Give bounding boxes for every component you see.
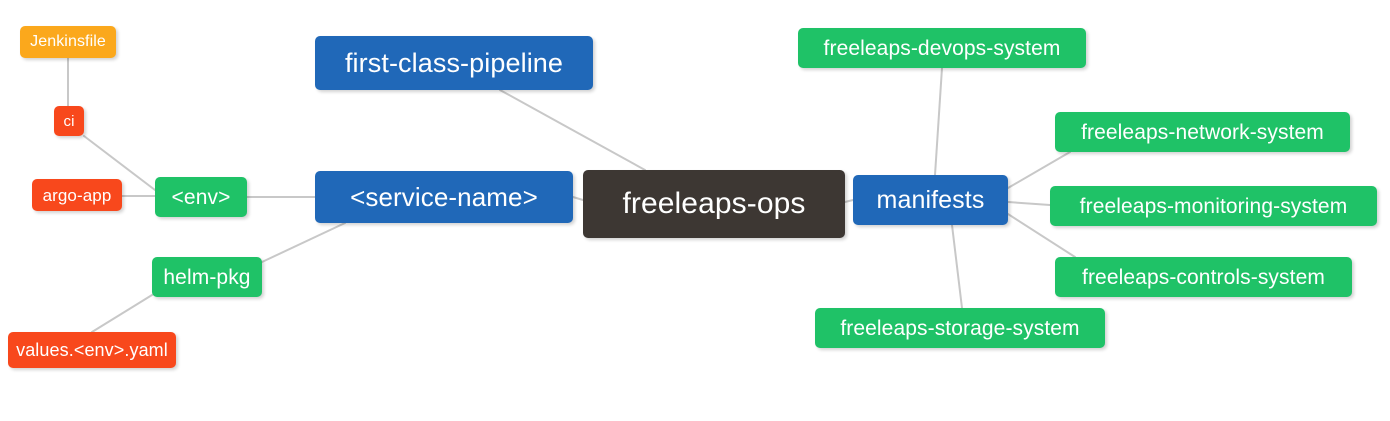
node-first-class-pipeline[interactable]: first-class-pipeline	[315, 36, 593, 90]
node-service-name[interactable]: <service-name>	[315, 171, 573, 223]
node-manifests[interactable]: manifests	[853, 175, 1008, 225]
node-label-jenkinsfile: Jenkinsfile	[30, 33, 106, 50]
node-freeleaps-controls-system[interactable]: freeleaps-controls-system	[1055, 257, 1352, 297]
node-freeleaps-ops[interactable]: freeleaps-ops	[583, 170, 845, 238]
edge-manifests-to-freeleaps-devops-system	[934, 67, 943, 176]
node-label-env: <env>	[171, 185, 231, 209]
node-freeleaps-devops-system[interactable]: freeleaps-devops-system	[798, 28, 1086, 68]
node-label-service-name: <service-name>	[350, 182, 538, 212]
node-freeleaps-network-system[interactable]: freeleaps-network-system	[1055, 112, 1350, 152]
node-label-freeleaps-controls-system: freeleaps-controls-system	[1082, 265, 1325, 289]
node-label-freeleaps-monitoring-system: freeleaps-monitoring-system	[1079, 194, 1348, 218]
node-ci[interactable]: ci	[54, 106, 84, 136]
edge-service-name-to-freeleaps-ops	[572, 196, 584, 201]
node-label-freeleaps-network-system: freeleaps-network-system	[1081, 120, 1324, 144]
node-env[interactable]: <env>	[155, 177, 247, 217]
node-argo-app[interactable]: argo-app	[32, 179, 122, 211]
node-jenkinsfile[interactable]: Jenkinsfile	[20, 26, 116, 58]
node-label-ci: ci	[63, 112, 75, 130]
node-freeleaps-monitoring-system[interactable]: freeleaps-monitoring-system	[1050, 186, 1377, 226]
node-label-manifests: manifests	[876, 185, 985, 214]
node-label-argo-app: argo-app	[42, 185, 112, 205]
edge-helm-pkg-to-values-yaml	[91, 294, 153, 333]
edge-manifests-to-freeleaps-network-system	[1007, 151, 1071, 189]
edge-first-class-pipeline-to-freeleaps-ops	[499, 89, 646, 171]
edge-manifests-to-freeleaps-storage-system	[951, 224, 963, 309]
edge-freeleaps-ops-to-manifests	[844, 199, 854, 203]
node-label-freeleaps-ops: freeleaps-ops	[622, 187, 806, 220]
node-label-helm-pkg: helm-pkg	[163, 265, 251, 289]
edge-manifests-to-freeleaps-monitoring-system	[1007, 201, 1051, 206]
node-label-values-yaml: values.<env>.yaml	[16, 340, 168, 360]
edge-service-name-to-helm-pkg	[261, 222, 346, 263]
node-label-freeleaps-storage-system: freeleaps-storage-system	[840, 316, 1080, 340]
node-label-freeleaps-devops-system: freeleaps-devops-system	[823, 36, 1061, 60]
node-label-first-class-pipeline: first-class-pipeline	[344, 47, 564, 78]
node-values-yaml[interactable]: values.<env>.yaml	[8, 332, 176, 368]
node-freeleaps-storage-system[interactable]: freeleaps-storage-system	[815, 308, 1105, 348]
node-helm-pkg[interactable]: helm-pkg	[152, 257, 262, 297]
